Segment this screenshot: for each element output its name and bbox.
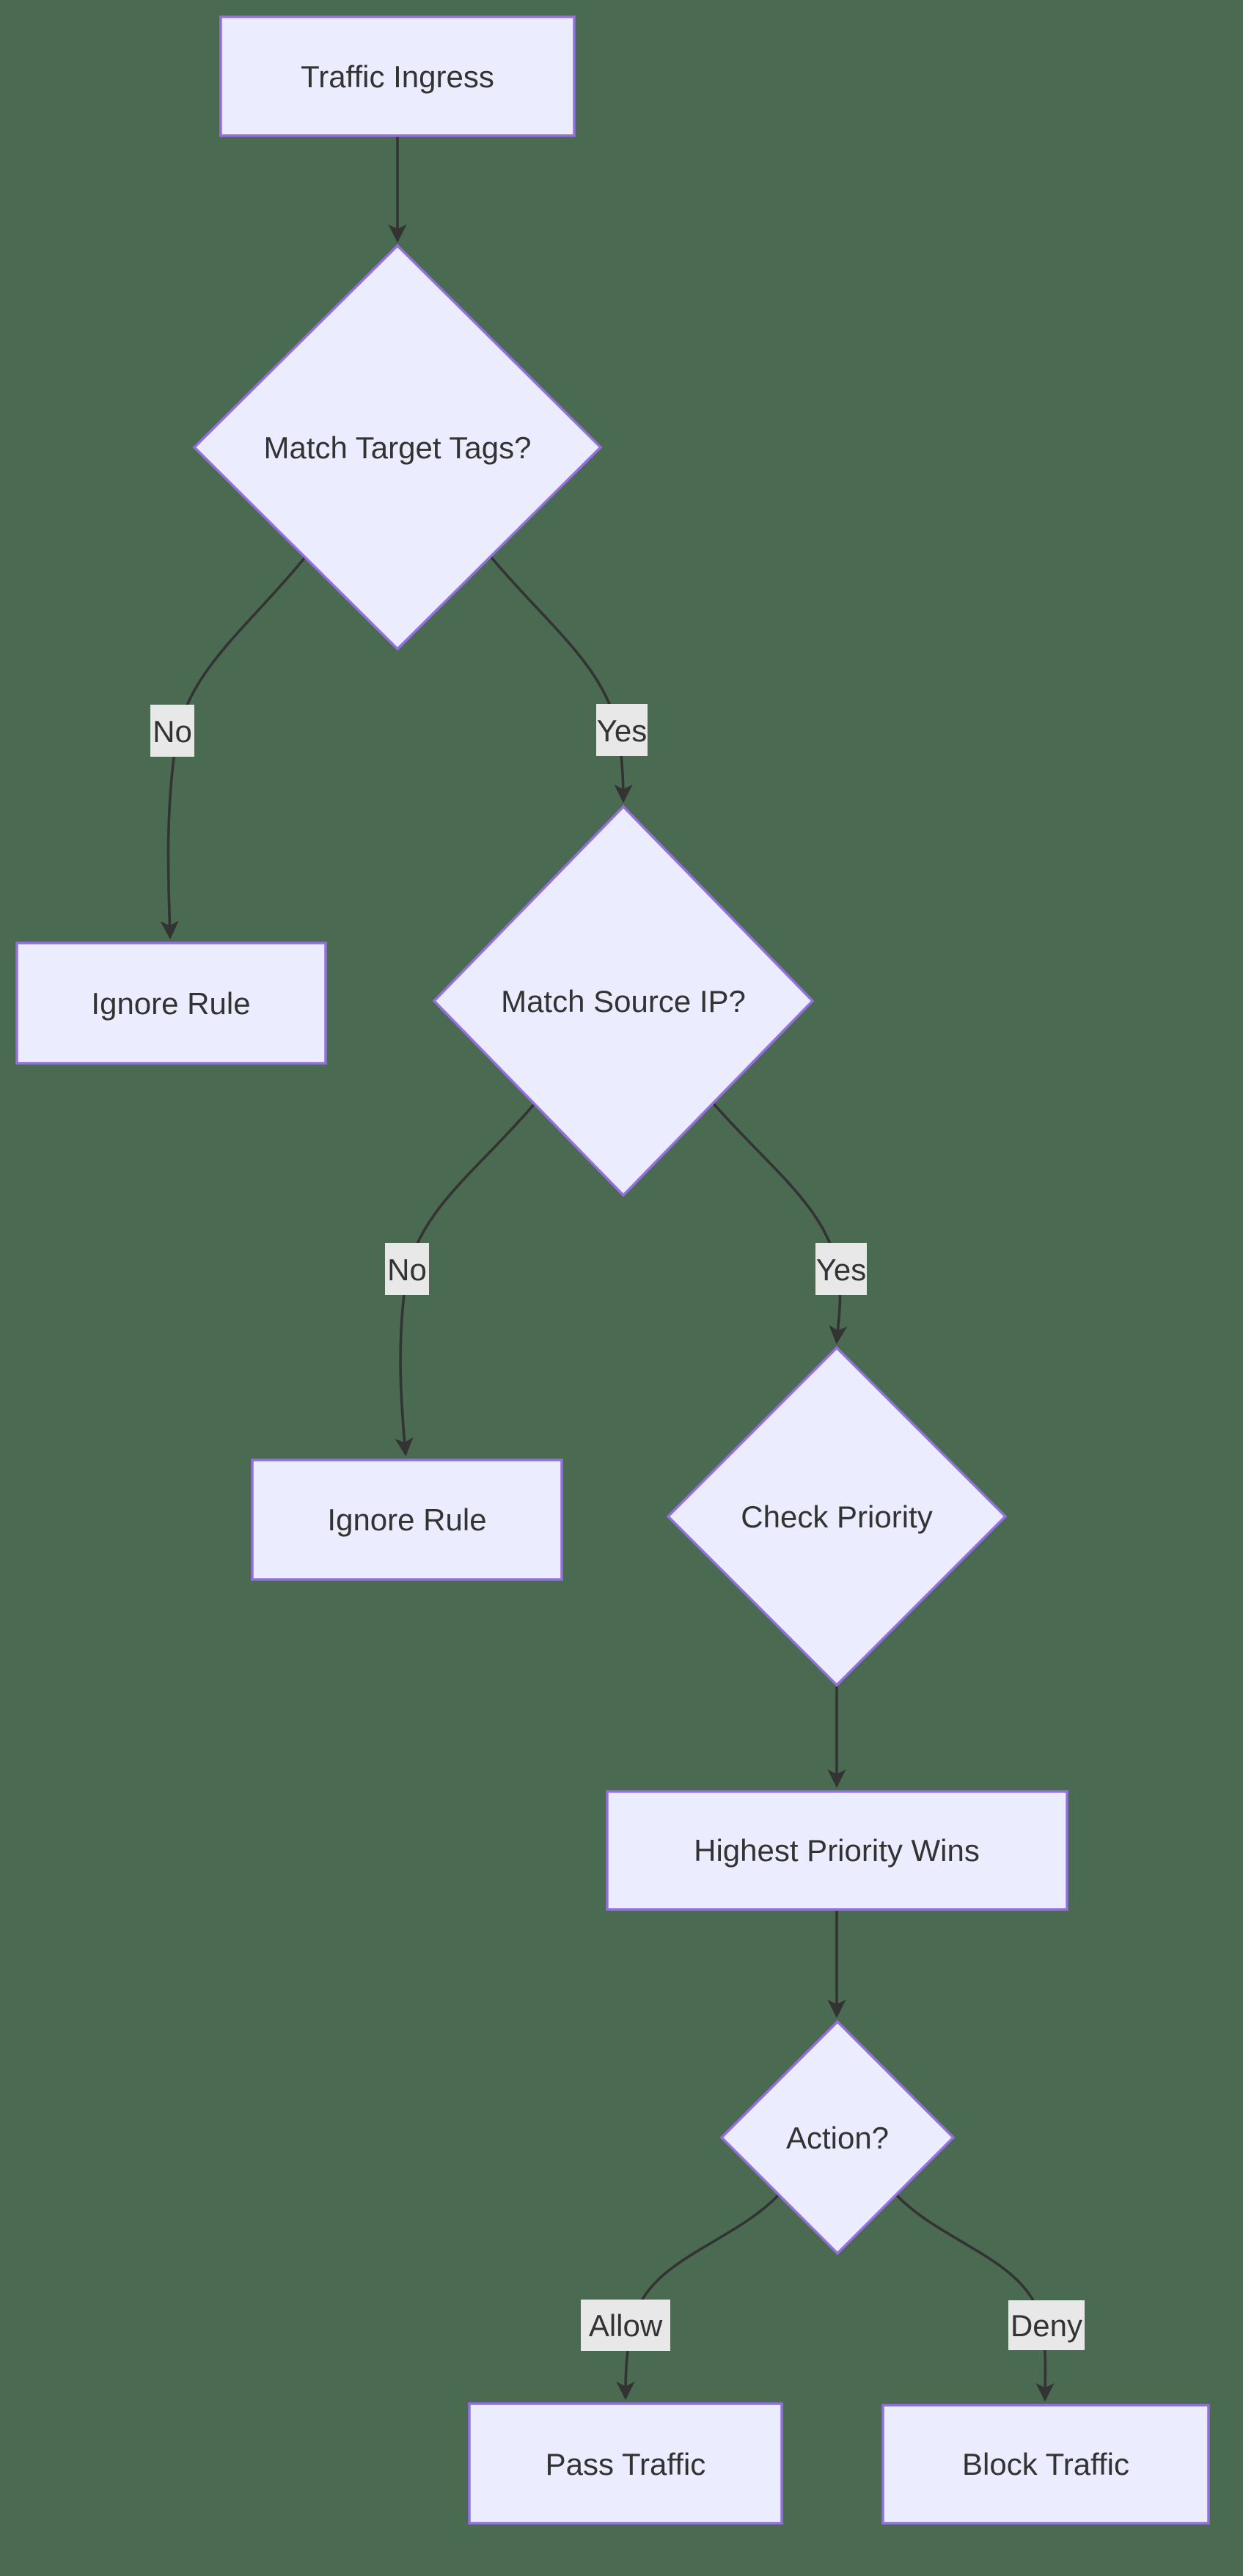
edge-label-text: Yes bbox=[597, 713, 648, 748]
edge-label-allow: Allow bbox=[581, 2300, 670, 2351]
edge-label-text: No bbox=[387, 1252, 427, 1287]
edge-label-no-2: No bbox=[385, 1243, 429, 1295]
decision-check-priority: Check Priority bbox=[666, 1346, 1008, 1687]
decision-match-source-ip: Match Source IP? bbox=[432, 804, 815, 1197]
edge-label-yes-1: Yes bbox=[596, 704, 648, 756]
node-box bbox=[15, 942, 327, 1065]
edge-label-deny: Deny bbox=[1008, 2300, 1085, 2350]
node-box bbox=[468, 2402, 783, 2525]
node-box bbox=[219, 15, 576, 137]
edge-label-text: No bbox=[153, 714, 192, 749]
node-label: Pass Traffic bbox=[546, 2447, 706, 2481]
node-box bbox=[251, 1458, 563, 1581]
edge-action-allow bbox=[616, 2193, 780, 2401]
edge-label-text: Yes bbox=[816, 1252, 867, 1287]
node-ignore-rule-2: Ignore Rule bbox=[251, 1458, 563, 1581]
edge-label-background bbox=[150, 705, 194, 757]
edge-label-text: Deny bbox=[1011, 2308, 1082, 2343]
node-label: Action? bbox=[786, 2121, 889, 2155]
node-label: Match Source IP? bbox=[501, 984, 746, 1019]
edge-match-source-ip-yes bbox=[712, 1102, 848, 1345]
decision-diamond bbox=[719, 2019, 956, 2256]
edge-action-deny bbox=[895, 2193, 1055, 2402]
node-pass-traffic: Pass Traffic bbox=[468, 2402, 783, 2525]
node-traffic-ingress: Traffic Ingress bbox=[219, 15, 576, 137]
node-label: Check Priority bbox=[741, 1500, 932, 1534]
decision-action: Action? bbox=[719, 2019, 956, 2256]
edge-labels: No Yes No Yes Allow Deny bbox=[150, 704, 1085, 2351]
edge-label-background bbox=[385, 1243, 429, 1295]
node-ignore-rule-1: Ignore Rule bbox=[15, 942, 327, 1065]
edge-label-yes-2: Yes bbox=[815, 1243, 867, 1295]
node-label: Ignore Rule bbox=[327, 1502, 486, 1537]
decision-match-target-tags: Match Target Tags? bbox=[192, 243, 603, 651]
edge-label-background bbox=[581, 2300, 670, 2351]
node-label: Ignore Rule bbox=[91, 986, 250, 1021]
node-box bbox=[606, 1790, 1068, 1911]
node-highest-priority-wins: Highest Priority Wins bbox=[606, 1790, 1068, 1911]
node-label: Block Traffic bbox=[962, 2447, 1129, 2481]
edge-label-background bbox=[815, 1243, 867, 1295]
decision-diamond bbox=[192, 243, 603, 651]
edge-label-no-1: No bbox=[150, 705, 194, 757]
node-box bbox=[881, 2404, 1210, 2525]
decision-diamond bbox=[432, 804, 815, 1197]
nodes: Traffic Ingress Match Target Tags? Ignor… bbox=[15, 15, 1210, 2525]
node-label: Traffic Ingress bbox=[301, 59, 494, 94]
edge-label-background bbox=[1008, 2300, 1085, 2350]
edge-label-text: Allow bbox=[589, 2308, 663, 2343]
node-label: Highest Priority Wins bbox=[694, 1833, 980, 1868]
decision-diamond bbox=[666, 1346, 1008, 1687]
node-block-traffic: Block Traffic bbox=[881, 2404, 1210, 2525]
node-label: Match Target Tags? bbox=[264, 430, 532, 465]
edge-label-background bbox=[596, 704, 648, 756]
edge-match-target-tags-yes bbox=[489, 555, 633, 804]
